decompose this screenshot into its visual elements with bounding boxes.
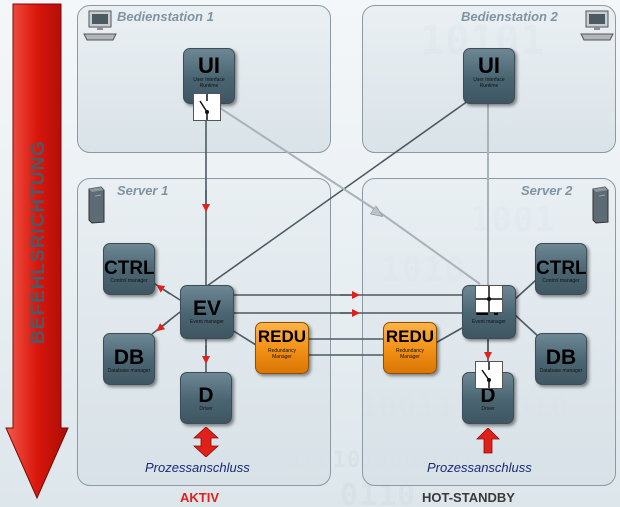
redu-component-server-2: REDU Redundancy Manager bbox=[383, 322, 437, 374]
command-direction-label: BEFEHLSRICHTUNG bbox=[28, 140, 49, 344]
ctrl-description: Control manager bbox=[110, 278, 148, 284]
redu-description-line-2: Manager bbox=[400, 354, 420, 360]
ctrl-description: Control manager bbox=[542, 278, 580, 284]
driver-component-server-1: D Driver bbox=[180, 372, 232, 424]
bidirectional-arrow-icon bbox=[193, 427, 219, 457]
ui-description: User Interface Runtime bbox=[193, 77, 225, 89]
status-active: AKTIV bbox=[180, 490, 219, 505]
panel-title-station-2: Bedienstation 2 bbox=[461, 9, 558, 24]
redu-description-line-2: Manager bbox=[272, 354, 292, 360]
redu-description-line-1: Redundancy bbox=[395, 348, 425, 354]
panel-title-server-2: Server 2 bbox=[521, 183, 573, 198]
ctrl-name: CTRL bbox=[536, 258, 587, 279]
ui-description: User Interface Runtime bbox=[473, 77, 505, 89]
ev-component-server-1: EV Event manager bbox=[180, 285, 234, 339]
computer-icon bbox=[83, 10, 117, 41]
process-connection-label-1: Prozessanschluss bbox=[145, 460, 250, 475]
switch-open-icon bbox=[193, 93, 221, 121]
computer-icon bbox=[580, 10, 614, 41]
db-description: Database manager bbox=[107, 368, 151, 374]
switch-closed-icon bbox=[475, 285, 503, 313]
command-direction-arrow bbox=[5, 3, 69, 500]
status-hot-standby: HOT-STANDBY bbox=[422, 490, 515, 505]
ui-name: UI bbox=[478, 53, 500, 78]
redu-name: REDU bbox=[385, 327, 435, 346]
db-component-server-2: DB Database manager bbox=[535, 333, 587, 385]
db-name: DB bbox=[545, 346, 577, 369]
switch-open-icon bbox=[475, 361, 503, 389]
redu-description-line-1: Redundancy bbox=[267, 348, 297, 354]
driver-name: D bbox=[198, 384, 214, 407]
ev-name: EV bbox=[192, 297, 221, 320]
process-connection-label-2: Prozessanschluss bbox=[427, 460, 532, 475]
ev-description: Event manager bbox=[190, 319, 224, 325]
redu-name: REDU bbox=[257, 327, 307, 346]
driver-name: D bbox=[480, 384, 496, 407]
db-description: Database manager bbox=[539, 368, 583, 374]
ctrl-name: CTRL bbox=[104, 258, 155, 279]
driver-description: Driver bbox=[481, 406, 495, 412]
server-tower-icon bbox=[592, 186, 609, 224]
redu-component-server-1: REDU Redundancy Manager bbox=[255, 322, 309, 374]
db-component-server-1: DB Database manager bbox=[103, 333, 155, 385]
ctrl-component-server-1: CTRL Control manager bbox=[103, 243, 155, 295]
db-name: DB bbox=[113, 346, 145, 369]
up-arrow-icon bbox=[476, 428, 500, 454]
ui-name: UI bbox=[198, 53, 220, 78]
ev-description: Event manager bbox=[472, 319, 506, 325]
panel-title-server-1: Server 1 bbox=[117, 183, 169, 198]
server-tower-icon bbox=[88, 186, 105, 224]
ui-component-station-2: UI User Interface Runtime bbox=[463, 48, 515, 104]
panel-title-station-1: Bedienstation 1 bbox=[117, 9, 214, 24]
ctrl-component-server-2: CTRL Control manager bbox=[535, 243, 587, 295]
driver-description: Driver bbox=[199, 406, 213, 412]
